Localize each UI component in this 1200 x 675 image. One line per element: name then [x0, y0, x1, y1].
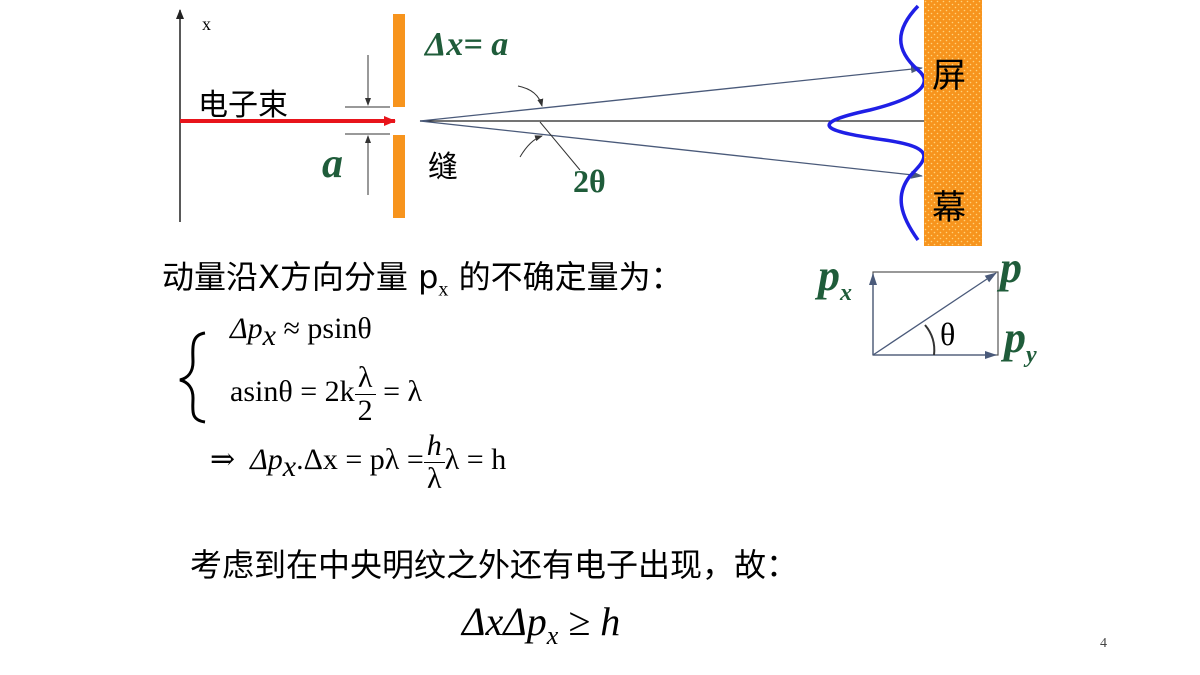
equation-brace — [179, 331, 206, 424]
screen — [924, 0, 982, 246]
theta-label: θ — [940, 316, 956, 352]
equation-delta-px: Δpx ≈ psinθ — [230, 312, 372, 352]
py-label: py — [1004, 313, 1037, 368]
theta-arc — [924, 324, 936, 356]
beam-label: 电子束 — [198, 88, 288, 123]
uncertainty-intro-line: 动量沿X方向分量 px 的不确定量为： — [162, 258, 683, 301]
angle-marker-upper — [517, 85, 544, 107]
momentum-diagonal — [872, 272, 997, 356]
p-label: p — [1000, 243, 1022, 292]
conclusion-line: 考虑到在中央明纹之外还有电子出现，故： — [190, 546, 799, 584]
screen-label-bottom: 幕 — [932, 188, 966, 228]
ray-lower — [419, 120, 923, 179]
angle-leader-line — [539, 121, 581, 171]
angle-marker-lower — [519, 135, 543, 158]
px-label: px — [818, 251, 852, 306]
slit-label: 缝 — [428, 150, 458, 185]
page-number: 4 — [1100, 636, 1107, 651]
slit-upper-plate — [393, 14, 405, 107]
final-inequality: ΔxΔpx ≥ h — [462, 599, 621, 650]
angle-label: 2θ — [573, 163, 606, 199]
ray-upper — [419, 65, 923, 122]
slit-lower-plate — [393, 135, 405, 218]
delta-x-label: Δx= a — [425, 26, 509, 63]
intensity-wave — [827, 4, 926, 242]
screen-label-top: 屏 — [932, 56, 966, 96]
x-axis-label: x — [202, 14, 211, 34]
slit-width-label: a — [322, 141, 343, 187]
